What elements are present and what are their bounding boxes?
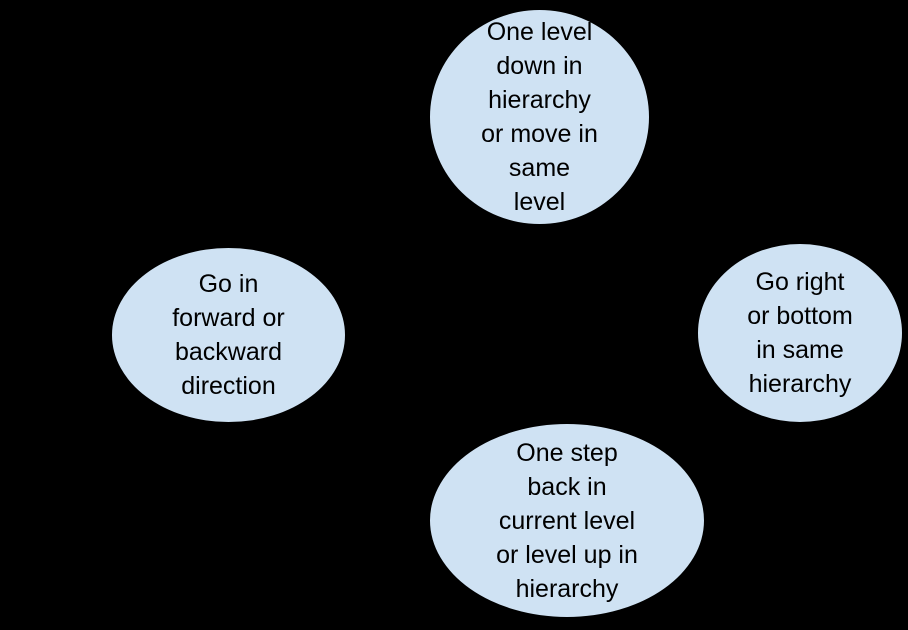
- node-one-step-back: One step back in current level or level …: [428, 422, 706, 619]
- node-go-forward-backward: Go in forward or backward direction: [110, 246, 347, 424]
- node-label: Go in forward or backward direction: [172, 270, 285, 400]
- node-label: One step back in current level or level …: [496, 438, 638, 603]
- node-go-right-bottom: Go right or bottom in same hierarchy: [696, 242, 904, 424]
- node-label: Go right or bottom in same hierarchy: [747, 268, 853, 398]
- node-label: One level down in hierarchy or move in s…: [481, 18, 598, 216]
- node-one-level-down: One level down in hierarchy or move in s…: [428, 8, 651, 226]
